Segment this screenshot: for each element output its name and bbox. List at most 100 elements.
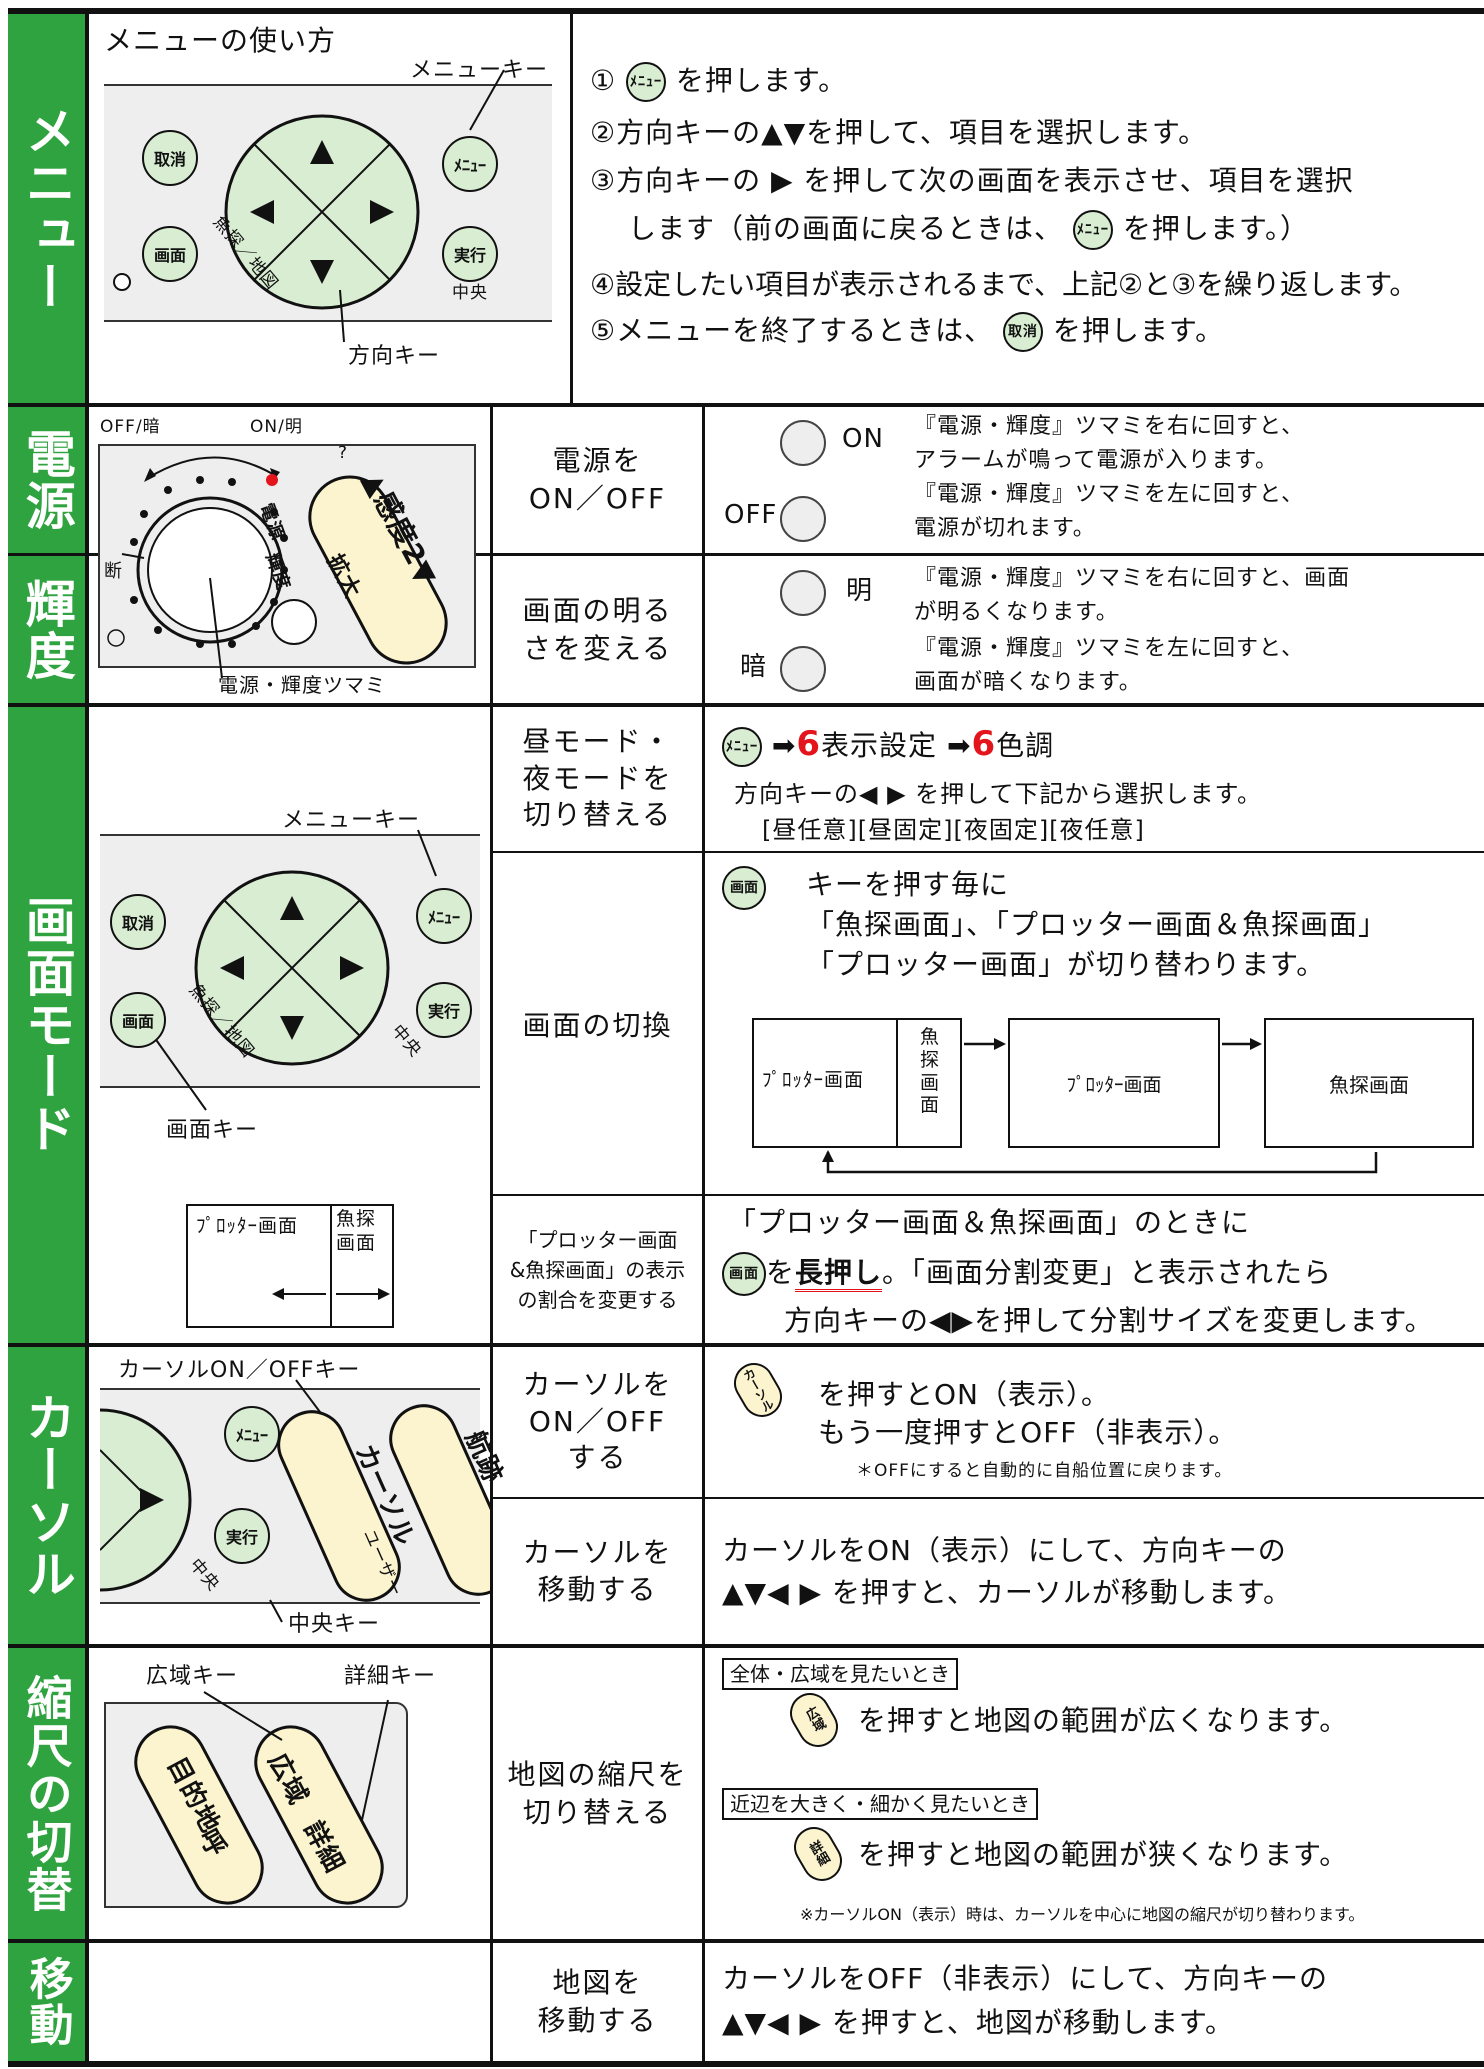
knob-right-icon <box>780 570 826 616</box>
cursor-panel-execute-key: 実行 <box>214 1508 270 1564</box>
detail-key-icon: 詳細 <box>786 1819 850 1889</box>
menu-panel-screen-key: 画面 <box>142 226 198 282</box>
screen-panel-cancel-key: 取消 <box>110 894 166 950</box>
menu-key-callout: メニューキー <box>410 58 549 83</box>
split-ratio-line2-post: 。「画面分割変更」と表示されたら <box>882 1256 1333 1289</box>
menu-step1-text: を押します。 <box>675 64 848 97</box>
scale-line2: を押すと地図の範囲が狭くなります。 <box>858 1838 1349 1871</box>
execute-key-label: 実行 <box>453 246 486 265</box>
brightness-desc1b: が明るくなります。 <box>914 600 1119 625</box>
rule-cursor-row1 <box>490 1497 1484 1499</box>
power-row-title: 電源を ON／OFF <box>528 444 667 515</box>
menu-panel-menu-key: ﾒﾆｭｰ <box>442 136 498 192</box>
flow-box-fish: 魚探画面 <box>1264 1018 1474 1148</box>
rule-scale-end <box>8 1939 1484 1943</box>
sidebar-screen-mode-label: 画面モード <box>17 895 76 1155</box>
sidebar-menu-label: メニュー <box>17 104 76 313</box>
menu-step5-post: を押します。 <box>1052 314 1225 347</box>
detail-key-icon-label: 詳細 <box>805 1838 831 1870</box>
menu-step5-pre: ⑤メニューを終了するときは、 <box>590 314 994 347</box>
scale-note: ※カーソルON（表示）時は、カーソルを中心に地図の縮尺が切り替わります。 <box>800 1905 1365 1924</box>
sidebar-brightness-label: 輝度 <box>17 577 76 682</box>
screen-switch-line2: 「魚探画面」、「プロッター画面＆魚探画面」 <box>806 908 1388 941</box>
direction-key-callout: 方向キー <box>348 344 441 369</box>
menu-panel-execute-key: 実行 <box>442 226 498 282</box>
menu-step3b: します（前の画面に戻るときは、 ﾒﾆｭｰ を押します。） <box>628 210 1309 250</box>
power-off-label: OFF <box>724 500 778 530</box>
split-divider <box>330 1206 332 1326</box>
screen-key-icon-label: 画面 <box>729 1266 759 1282</box>
rule-menu-col <box>570 8 573 405</box>
sidebar-scale: 縮尺の切替 <box>8 1648 85 1939</box>
split-size-diagram <box>186 1204 394 1328</box>
screen-panel-execute-key: 実行 <box>416 982 472 1038</box>
rule-screen-row2 <box>490 1194 1484 1196</box>
rule-brightness-end <box>8 703 1484 707</box>
day-night-row-title: 昼モード・ 夜モードを 切り替える <box>522 724 673 832</box>
execute-key-label: 実行 <box>427 1002 460 1021</box>
rule-screen-row1 <box>490 851 1484 853</box>
split-ratio-line3: 方向キーの◀▶を押して分割サイズを変更します。 <box>784 1304 1434 1337</box>
knob-left-icon <box>780 496 826 542</box>
screen-key-icon-label: 画面 <box>730 880 758 896</box>
scale-line1: を押すと地図の範囲が広くなります。 <box>858 1704 1349 1737</box>
split-ratio-line1: 「プロッター画面＆魚探画面」のときに <box>728 1206 1251 1239</box>
flow-box1-fish: 魚 探 画 面 <box>920 1026 941 1117</box>
on-bright-label: ON/明 <box>250 417 303 437</box>
rule-cursor-end <box>8 1644 1484 1648</box>
sidebar-cursor: カーソル <box>8 1347 85 1644</box>
cursor-key-callout: カーソルON／OFFキー <box>118 1358 361 1383</box>
split-ratio-line2: 画面を長押し。「画面分割変更」と表示されたら <box>722 1252 1332 1296</box>
power-desc2a: 『電源・輝度』ツマミを左に回すと、 <box>914 482 1305 507</box>
menu-step1-number: ① <box>590 64 617 97</box>
brightness-dark-label: 暗 <box>740 652 768 682</box>
split-ratio-row-title: 「プロッター画面 &魚探画面」の表示 の割合を変更する <box>509 1227 686 1312</box>
menu-step1: ① ﾒﾆｭｰ を押します。 <box>590 62 847 102</box>
menu-step3b-post: を押します。） <box>1122 212 1310 245</box>
rule-col1 <box>85 8 89 2066</box>
cancel-key-label: 取消 <box>121 914 154 933</box>
cursor-panel-drawing <box>100 1379 490 1623</box>
screen-switch-line1: キーを押す毎に <box>806 868 1010 901</box>
menu-step3a: ③方向キーの ▶ を押して次の画面を表示させ、項目を選択 <box>590 164 1354 197</box>
execute-key-label: 実行 <box>225 1528 258 1547</box>
scale-row-title: 地図の縮尺を 切り替える <box>507 1757 688 1829</box>
power-knob-drawing <box>107 456 448 679</box>
arrow-right-icon: ➡ <box>771 729 797 762</box>
cursor-move-line1: カーソルをON（表示）にして、方向キーの <box>722 1534 1287 1567</box>
split-ratio-wo: を <box>766 1256 796 1289</box>
rule-bottom <box>8 2061 1484 2067</box>
question-mark: ? <box>338 443 349 463</box>
screen-menu-key-callout: メニューキー <box>282 808 421 833</box>
menu-key-label: ﾒﾆｭｰ <box>453 156 486 175</box>
cursor-onoff-line2: もう一度押すとOFF（非表示）。 <box>818 1416 1238 1449</box>
flow-arrows <box>822 1038 1378 1174</box>
sidebar-move: 移動 <box>8 1943 85 2061</box>
sidebar-cursor-label: カーソル <box>17 1391 76 1600</box>
center-key-callout: 中央キー <box>288 1612 381 1637</box>
power-desc2b: 電源が切れます。 <box>914 516 1096 541</box>
wide-key-callout: 広域キー <box>146 1664 239 1689</box>
split-plotter-label: ﾌﾟﾛｯﾀｰ画面 <box>196 1215 299 1237</box>
menu-panel-title: メニューの使い方 <box>104 24 337 57</box>
screen-panel-menu-key: ﾒﾆｭｰ <box>416 888 472 944</box>
menu-step3b-pre: します（前の画面に戻るときは、 <box>628 212 1064 245</box>
brightness-desc1a: 『電源・輝度』ツマミを右に回すと、画面 <box>914 566 1351 591</box>
menu-key-icon: ﾒﾆｭｰ <box>1072 210 1113 250</box>
cursor-key-icon-label: カーソル <box>739 1365 777 1415</box>
scale-tag-wide: 全体・広域を見たいとき <box>722 1658 958 1690</box>
screen-panel-screen-key: 画面 <box>110 992 166 1048</box>
menu-panel-cancel-key: 取消 <box>142 130 198 186</box>
wide-key-icon-label: 広域 <box>801 1704 827 1736</box>
brightness-desc2a: 『電源・輝度』ツマミを左に回すと、 <box>914 636 1305 661</box>
power-desc1b: アラームが鳴って電源が入ります。 <box>914 448 1279 473</box>
menu-panel-drawing <box>113 69 505 343</box>
sidebar-power-label: 電源 <box>17 428 76 532</box>
menu-key-icon: ﾒﾆｭｰ <box>626 62 667 102</box>
cursor-move-row-title: カーソルを 移動する <box>522 1535 673 1606</box>
flow-box-plotter: ﾌﾟﾛｯﾀｰ画面 <box>1008 1018 1220 1148</box>
power-on-label: ON <box>842 424 884 454</box>
knob-right-icon <box>780 420 826 466</box>
knob-left-icon <box>780 646 826 692</box>
menu-panel-center: 中央 <box>452 283 488 303</box>
